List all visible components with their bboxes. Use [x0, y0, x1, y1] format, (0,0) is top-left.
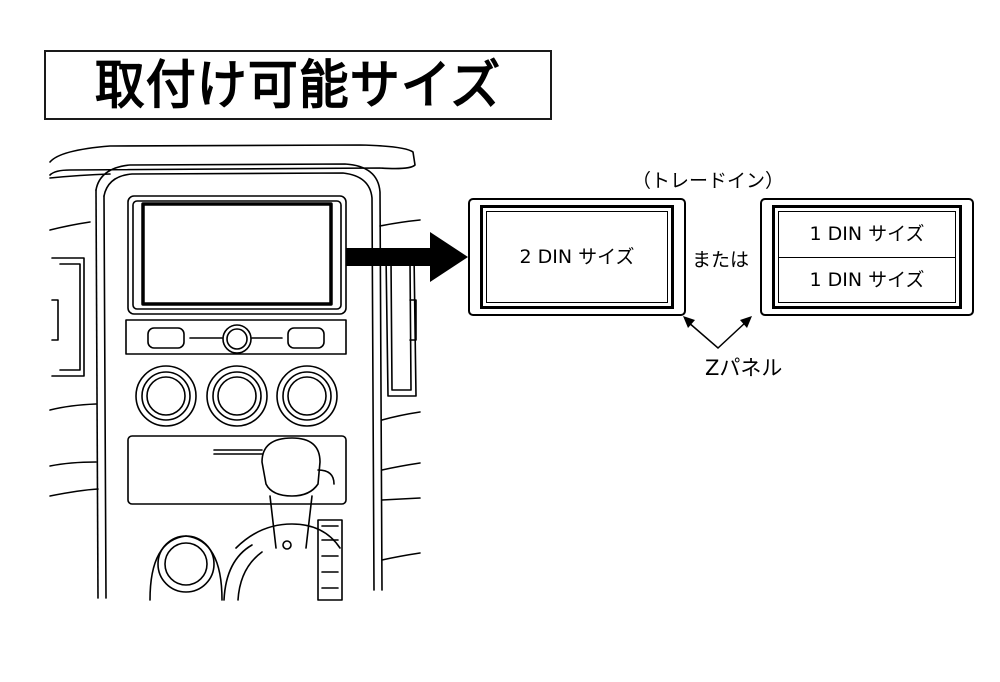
panel-1din-bezel: 1 DIN サイズ 1 DIN サイズ: [772, 205, 962, 309]
or-label: または: [692, 249, 750, 271]
z-panel-label: Zパネル: [705, 356, 783, 380]
panel-1din-screen: 1 DIN サイズ 1 DIN サイズ: [778, 211, 956, 303]
panel-1din: 1 DIN サイズ 1 DIN サイズ: [760, 198, 974, 316]
title-box: 取付け可能サイズ: [44, 50, 552, 120]
trade-in-label: （トレードイン）: [632, 170, 785, 192]
panel-2din: 2 DIN サイズ: [468, 198, 686, 316]
pointer-arrow-icon: [683, 316, 752, 328]
panel-2din-screen: 2 DIN サイズ: [486, 211, 668, 303]
page-title: 取付け可能サイズ: [94, 54, 502, 116]
panel-1din-bottom-label: 1 DIN サイズ: [809, 268, 925, 291]
panel-2din-label: 2 DIN サイズ: [519, 245, 635, 268]
arrow-right-icon: [346, 232, 468, 282]
panel-1din-top-label: 1 DIN サイズ: [779, 212, 955, 258]
panel-2din-bezel: 2 DIN サイズ: [480, 205, 674, 309]
pointer-arrow-icon: [687, 321, 747, 350]
